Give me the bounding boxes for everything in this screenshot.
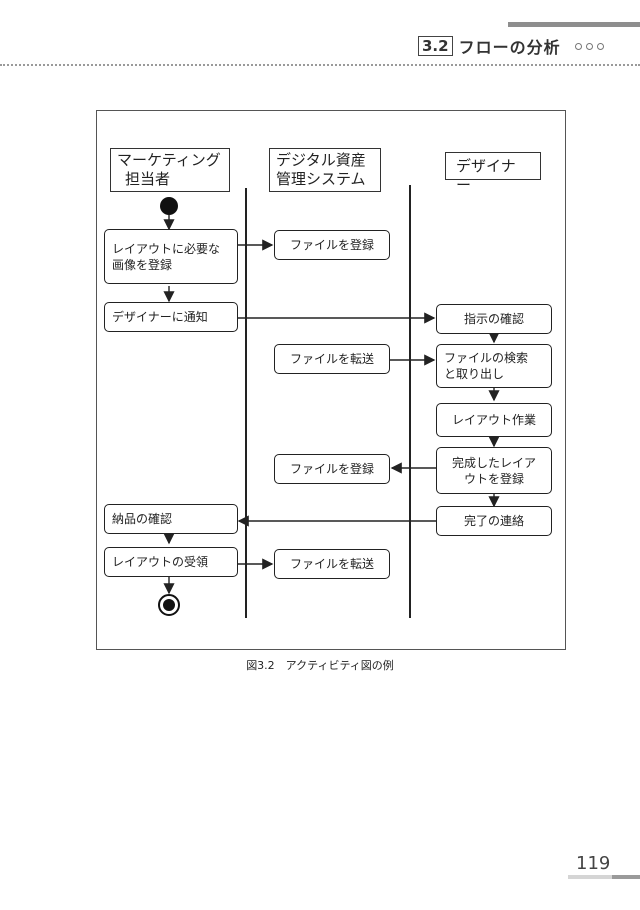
- node-dam-register-2: ファイルを登録: [274, 454, 390, 484]
- diagram-connectors: [163, 185, 500, 618]
- node-search-retrieve: ファイルの検索 と取り出し: [436, 344, 552, 388]
- header-dots: [574, 42, 604, 50]
- circle-icon: [596, 42, 604, 50]
- section-number: 3.2: [418, 36, 453, 56]
- node-dam-register-1: ファイルを登録: [274, 230, 390, 260]
- page-number: 119: [576, 853, 611, 874]
- lane-title-designer: デザイナー: [445, 152, 541, 194]
- node-receive-layout: レイアウトの受領: [104, 547, 238, 577]
- node-layout-work: レイアウト作業: [436, 403, 552, 437]
- circle-icon: [574, 42, 582, 50]
- footer-bar-accent: [612, 875, 640, 879]
- end-node: [158, 594, 180, 616]
- lane-title-dam: デジタル資産 管理システム: [269, 148, 381, 192]
- node-confirm-delivery: 納品の確認: [104, 504, 238, 534]
- circle-icon: [585, 42, 593, 50]
- running-header: 3.2 フローの分析: [418, 34, 604, 58]
- node-register-layout: 完成したレイア ウトを登録: [436, 447, 552, 494]
- header-accent-bar: [508, 22, 640, 27]
- node-notify-designer: デザイナーに通知: [104, 302, 238, 332]
- lane-title-marketing: マーケティング 担当者: [110, 148, 230, 192]
- section-title: フローの分析: [458, 38, 561, 57]
- node-check-instructions: 指示の確認: [436, 304, 552, 334]
- figure-caption: 図3.2 アクティビティ図の例: [246, 659, 394, 672]
- start-node: [160, 197, 178, 215]
- node-dam-transfer-1: ファイルを転送: [274, 344, 390, 374]
- node-dam-transfer-2: ファイルを転送: [274, 549, 390, 579]
- node-complete-notice: 完了の連絡: [436, 506, 552, 536]
- header-divider: [0, 64, 640, 66]
- footer-bar: [568, 875, 640, 879]
- figure-frame: [96, 110, 566, 650]
- node-register-images: レイアウトに必要な 画像を登録: [104, 229, 238, 284]
